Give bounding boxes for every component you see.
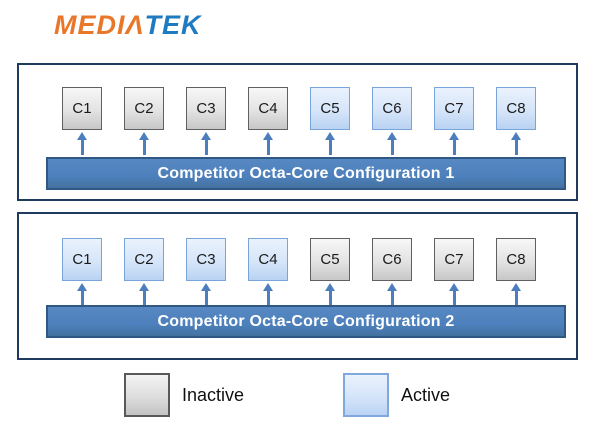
arrow-cell — [372, 132, 412, 155]
arrow-cell — [434, 283, 474, 306]
up-arrow-icon — [511, 283, 521, 306]
logo-text-media: MEDIΛ — [54, 10, 145, 40]
up-arrow-icon — [139, 283, 149, 306]
up-arrow-icon — [139, 132, 149, 155]
arrow-cell — [124, 132, 164, 155]
arrow-cell — [124, 283, 164, 306]
core-box-c1: C1 — [62, 87, 102, 130]
up-arrow-icon — [449, 132, 459, 155]
arrow-cell — [62, 132, 102, 155]
arrow-cell — [496, 283, 536, 306]
core-box-c3: C3 — [186, 87, 226, 130]
active-swatch — [343, 373, 389, 417]
arrow-cell — [310, 132, 350, 155]
up-arrow-icon — [263, 283, 273, 306]
arrow-cell — [186, 283, 226, 306]
core-box-c7: C7 — [434, 87, 474, 130]
legend-label-inactive: Inactive — [182, 384, 245, 405]
up-arrow-icon — [387, 283, 397, 306]
arrow-cell — [248, 283, 288, 306]
octa-core-panel-2: C1 C2 C3 C4 C5 C6 C7 C8 Competitor Octa-… — [17, 212, 578, 360]
core-box-c6: C6 — [372, 238, 412, 281]
core-box-c2: C2 — [124, 87, 164, 130]
legend-item-inactive: Inactive — [124, 373, 244, 417]
config-bar-1: Competitor Octa-Core Configuration 1 — [46, 157, 566, 190]
arrow-cell — [62, 283, 102, 306]
up-arrow-icon — [201, 132, 211, 155]
core-box-c8: C8 — [496, 87, 536, 130]
up-arrow-icon — [201, 283, 211, 306]
legend-item-active: Active — [343, 373, 450, 417]
arrow-cell — [186, 132, 226, 155]
up-arrow-icon — [263, 132, 273, 155]
arrow-cell — [248, 132, 288, 155]
core-box-c6: C6 — [372, 87, 412, 130]
core-box-c7: C7 — [434, 238, 474, 281]
legend-label-active: Active — [401, 384, 451, 405]
octa-core-panel-1: C1 C2 C3 C4 C5 C6 C7 C8 Competitor Octa-… — [17, 63, 578, 201]
up-arrow-icon — [325, 283, 335, 306]
cores-row: C1 C2 C3 C4 C5 C6 C7 C8 — [62, 87, 536, 130]
up-arrow-icon — [387, 132, 397, 155]
core-box-c2: C2 — [124, 238, 164, 281]
core-box-c5: C5 — [310, 238, 350, 281]
legend: Inactive Active — [0, 373, 600, 419]
core-box-c5: C5 — [310, 87, 350, 130]
up-arrow-icon — [77, 132, 87, 155]
core-box-c1: C1 — [62, 238, 102, 281]
core-box-c4: C4 — [248, 87, 288, 130]
arrow-cell — [372, 283, 412, 306]
cores-row: C1 C2 C3 C4 C5 C6 C7 C8 — [62, 238, 536, 281]
logo-text-tek: TEK — [144, 10, 202, 40]
up-arrow-icon — [77, 283, 87, 306]
mediatek-logo: MEDIΛTEK — [54, 10, 202, 41]
arrow-cell — [310, 283, 350, 306]
core-box-c8: C8 — [496, 238, 536, 281]
up-arrow-icon — [325, 132, 335, 155]
arrow-cell — [434, 132, 474, 155]
arrow-cell — [496, 132, 536, 155]
up-arrow-icon — [449, 283, 459, 306]
config-bar-2: Competitor Octa-Core Configuration 2 — [46, 305, 566, 338]
core-box-c4: C4 — [248, 238, 288, 281]
inactive-swatch — [124, 373, 170, 417]
core-box-c3: C3 — [186, 238, 226, 281]
arrows-row — [62, 132, 536, 155]
arrows-row — [62, 283, 536, 306]
up-arrow-icon — [511, 132, 521, 155]
